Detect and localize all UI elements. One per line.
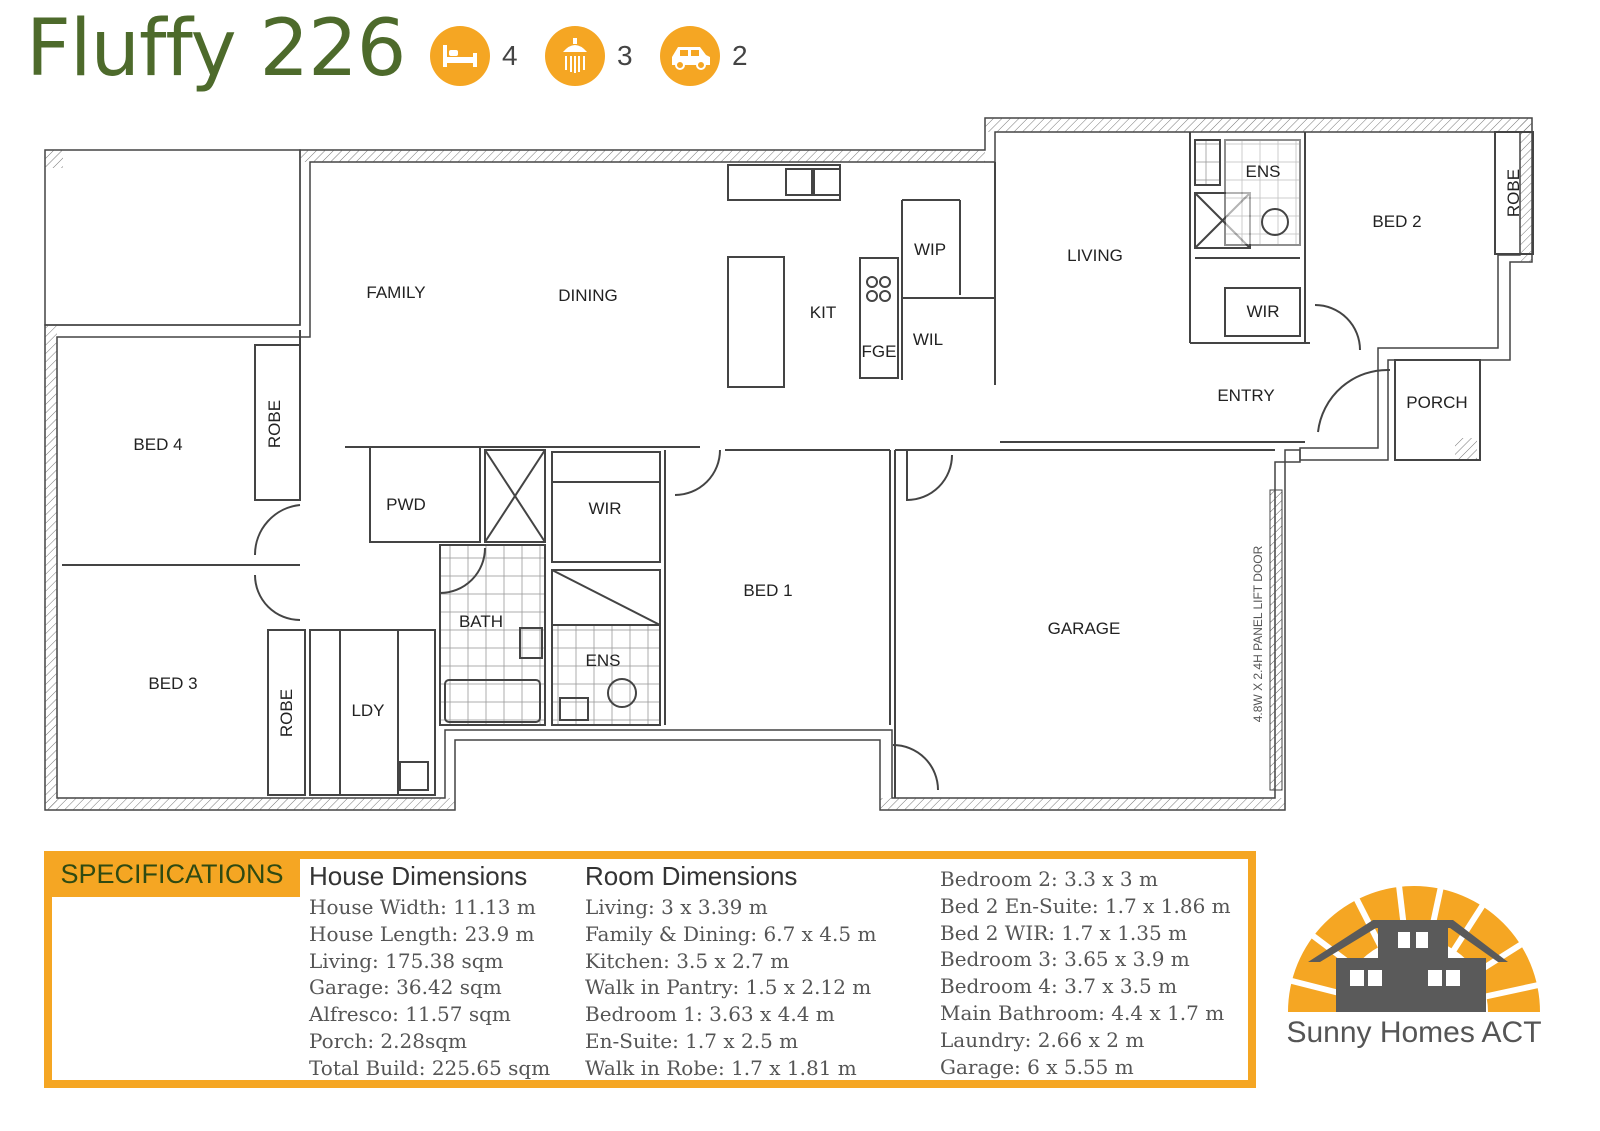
spec-line: Family & Dining: 6.7 x 4.5 m	[585, 921, 877, 946]
spec-line: House Length: 23.9 m	[309, 921, 535, 946]
garage-door-label: 4.8W X 2.4H PANEL LIFT DOOR	[1251, 545, 1265, 722]
room-dimensions: Room Dimensions Living: 3 x 3.39 m Famil…	[585, 860, 876, 1082]
bathrooms-feature: 3	[545, 26, 633, 86]
room-robe-bed2: ROBE	[1504, 169, 1523, 217]
spec-line: Walk in Pantry: 1.5 x 2.12 m	[585, 975, 872, 1000]
room-wip: WIP	[914, 240, 946, 259]
room-garage: GARAGE	[1048, 619, 1121, 638]
room-bed1: BED 1	[743, 581, 792, 600]
sunny-homes-logo	[1287, 876, 1544, 1015]
spec-line: Main Bathroom: 4.4 x 1.7 m	[940, 1000, 1225, 1025]
spec-line: Bedroom 2: 3.3 x 3 m	[940, 867, 1158, 891]
spec-line: Garage: 36.42 sqm	[309, 975, 502, 1000]
car-icon	[660, 26, 720, 86]
room-entry: ENTRY	[1217, 386, 1274, 405]
spec-line: En-Suite: 1.7 x 2.5 m	[585, 1028, 799, 1053]
room-family: FAMILY	[366, 283, 425, 302]
room-laundry: LDY	[351, 701, 384, 720]
floor-plan: FAMILY DINING KIT WIP WIL FGE LIVING ENS…	[44, 117, 1534, 811]
spec-line: House Width: 11.13 m	[309, 895, 536, 919]
room-dining: DINING	[558, 286, 618, 305]
room-dimensions-heading: Room Dimensions	[585, 861, 798, 891]
room-fridge: FGE	[862, 342, 897, 361]
spec-line: Kitchen: 3.5 x 2.7 m	[585, 948, 790, 973]
room-porch: PORCH	[1406, 393, 1467, 412]
bed-icon	[430, 26, 490, 86]
house-dimensions-heading: House Dimensions	[309, 861, 528, 891]
spec-line: Garage: 6 x 5.55 m	[940, 1054, 1134, 1079]
spec-line: Bed 2 En-Suite: 1.7 x 1.86 m	[940, 893, 1231, 918]
spec-line: Living: 175.38 sqm	[309, 948, 504, 973]
room-kitchen: KIT	[810, 303, 836, 322]
page-title: Fluffy 226	[26, 4, 406, 94]
room-ensuite-bed1: ENS	[586, 651, 621, 670]
spec-line: Laundry: 2.66 x 2 m	[940, 1027, 1145, 1052]
room-living: LIVING	[1067, 246, 1123, 265]
garage-feature: 2	[660, 26, 748, 86]
room-dimensions-continued: Bedroom 2: 3.3 x 3 m Bed 2 En-Suite: 1.7…	[940, 866, 1231, 1080]
specifications-tab: SPECIFICATIONS	[44, 851, 300, 897]
spec-line: Alfresco: 11.57 sqm	[309, 1002, 511, 1027]
room-wir-bed1: WIR	[588, 499, 621, 518]
spec-line: Walk in Robe: 1.7 x 1.81 m	[585, 1055, 857, 1080]
house-dimensions: House Dimensions House Width: 11.13 m Ho…	[309, 860, 550, 1082]
spec-line: Bedroom 3: 3.65 x 3.9 m	[940, 947, 1190, 972]
bedroom-count: 4	[502, 40, 518, 71]
specifications-box	[44, 851, 1256, 1088]
garage-count: 2	[732, 40, 748, 71]
room-robe-bed4: ROBE	[265, 400, 284, 448]
room-bed4: BED 4	[133, 435, 182, 454]
spec-line: Porch: 2.28sqm	[309, 1028, 467, 1053]
room-bed3: BED 3	[148, 674, 197, 693]
room-bath: BATH	[459, 612, 503, 631]
bathroom-count: 3	[617, 40, 633, 71]
bedrooms-feature: 4	[430, 26, 518, 86]
room-wil: WIL	[913, 330, 943, 349]
room-bed2: BED 2	[1372, 212, 1421, 231]
spec-line: Bed 2 WIR: 1.7 x 1.35 m	[940, 920, 1188, 945]
spec-line: Bedroom 1: 3.63 x 4.4 m	[585, 1002, 835, 1027]
brand-name: Sunny Homes ACT	[1286, 1016, 1542, 1049]
room-powder: PWD	[386, 495, 426, 514]
spec-line: Living: 3 x 3.39 m	[585, 895, 768, 919]
room-ensuite-bed2: ENS	[1246, 162, 1281, 181]
shower-icon	[545, 26, 605, 86]
spec-line: Total Build: 225.65 sqm	[309, 1055, 551, 1080]
spec-line: Bedroom 4: 3.7 x 3.5 m	[940, 974, 1178, 999]
room-wir-bed2: WIR	[1246, 302, 1279, 321]
room-robe-bed3: ROBE	[277, 689, 296, 737]
